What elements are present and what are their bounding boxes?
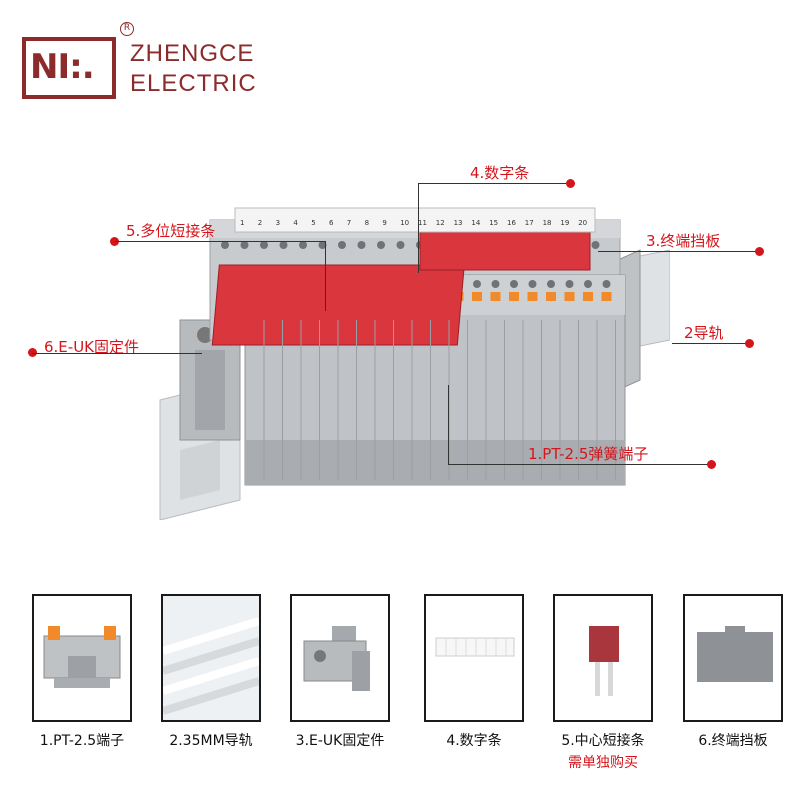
wire-entry-hole bbox=[396, 241, 405, 249]
end-cover-icon bbox=[697, 626, 773, 682]
callout-line bbox=[418, 183, 419, 273]
callout-jumper: 5.多位短接条 bbox=[126, 222, 216, 240]
marker-number: 11 bbox=[418, 219, 427, 227]
marker-number: 6 bbox=[329, 219, 334, 227]
marker-number: 2 bbox=[258, 219, 262, 227]
callout-marker-strip: 4.数字条 bbox=[470, 164, 530, 182]
marker-number: 7 bbox=[347, 219, 351, 227]
thumb-marker-strip bbox=[424, 594, 524, 722]
callout-line bbox=[32, 353, 202, 354]
brand-name-line1: ZHENGCE bbox=[130, 40, 255, 67]
thumb-terminal bbox=[32, 594, 132, 722]
thumb-end-cover bbox=[683, 594, 783, 722]
wire-entry-hole bbox=[591, 241, 600, 249]
spring-lever bbox=[472, 292, 482, 301]
callout-dot bbox=[745, 339, 754, 348]
wire-entry-hole bbox=[510, 280, 518, 288]
spring-lever bbox=[546, 292, 556, 301]
callout-end-cover: 3.终端挡板 bbox=[646, 232, 721, 250]
wire-entry-hole bbox=[565, 280, 574, 288]
wire-entry-hole bbox=[584, 280, 592, 288]
marker-number: 13 bbox=[454, 219, 463, 227]
jumper-bridge-icon bbox=[589, 626, 619, 696]
thumb-din-rail bbox=[161, 594, 261, 722]
callout-line bbox=[448, 385, 449, 464]
callout-line bbox=[598, 251, 758, 252]
wire-entry-hole bbox=[491, 280, 500, 288]
marker-number: 15 bbox=[489, 219, 498, 227]
wire-entry-hole bbox=[377, 241, 385, 249]
wire-entry-hole bbox=[473, 280, 481, 288]
spring-lever bbox=[527, 292, 538, 301]
logo-mark-box: NI:. bbox=[22, 37, 116, 99]
wire-entry-hole bbox=[528, 280, 537, 288]
wire-entry-hole bbox=[547, 280, 555, 288]
din-rail-icon bbox=[163, 596, 259, 720]
terminal-block-icon bbox=[43, 626, 121, 688]
thumb-label-end-clamp: 3.E-UK固定件 bbox=[295, 733, 385, 749]
marker-number: 17 bbox=[525, 219, 534, 227]
marker-number: 20 bbox=[578, 219, 587, 227]
wire-entry-hole bbox=[240, 241, 249, 249]
thumb-label-terminal: 1.PT-2.5端子 bbox=[39, 733, 125, 749]
callout-dot bbox=[28, 348, 37, 357]
callout-line bbox=[418, 183, 568, 184]
wire-entry-hole bbox=[221, 241, 229, 249]
marker-number: 5 bbox=[311, 219, 315, 227]
registered-icon: R bbox=[120, 22, 134, 36]
marker-number: 19 bbox=[560, 219, 569, 227]
spring-lever bbox=[601, 292, 612, 301]
thumb-label-jumper: 5.中心短接条 bbox=[561, 733, 645, 749]
callout-dot bbox=[110, 237, 119, 246]
wire-entry-hole bbox=[279, 241, 288, 249]
callout-dot bbox=[566, 179, 575, 188]
spring-lever bbox=[490, 292, 501, 301]
end-clamp-icon bbox=[303, 626, 370, 691]
wire-entry-hole bbox=[260, 241, 268, 249]
callout-line bbox=[115, 241, 325, 242]
callout-line bbox=[325, 241, 326, 311]
marker-number: 3 bbox=[276, 219, 280, 227]
logo-mark: NI:. bbox=[30, 47, 95, 87]
wire-entry-hole bbox=[357, 241, 366, 249]
callout-din-rail: 2导轨 bbox=[684, 324, 724, 342]
spring-lever bbox=[509, 292, 519, 301]
callout-end-clamp: 6.E-UK固定件 bbox=[44, 338, 140, 356]
wire-entry-hole bbox=[299, 241, 307, 249]
marker-number: 10 bbox=[400, 219, 409, 227]
thumb-note-jumper: 需单独购买 bbox=[568, 755, 638, 771]
marker-strip-icon bbox=[435, 637, 515, 657]
thumb-label-din-rail: 2.35MM导轨 bbox=[169, 733, 253, 749]
marker-number: 1 bbox=[240, 219, 244, 227]
marker-number: 18 bbox=[543, 219, 552, 227]
terminal-ribs bbox=[263, 320, 616, 480]
thumb-jumper bbox=[553, 594, 653, 722]
wire-entry-hole bbox=[318, 241, 327, 249]
brand-logo: NI:. R ZHENGCE ELECTRIC bbox=[22, 22, 262, 102]
marker-number: 8 bbox=[365, 219, 369, 227]
marker-number: 16 bbox=[507, 219, 516, 227]
callout-dot bbox=[755, 247, 764, 256]
callout-terminal: 1.PT-2.5弹簧端子 bbox=[528, 445, 649, 463]
brand-name-line2: ELECTRIC bbox=[130, 70, 257, 97]
thumb-label-end-cover: 6.终端挡板 bbox=[698, 733, 768, 749]
callout-dot bbox=[707, 460, 716, 469]
thumb-end-clamp bbox=[290, 594, 390, 722]
marker-number: 9 bbox=[382, 219, 386, 227]
spring-lever bbox=[583, 292, 593, 301]
thumb-label-marker-strip: 4.数字条 bbox=[446, 733, 502, 749]
callout-line bbox=[448, 464, 710, 465]
wire-entry-hole bbox=[602, 280, 611, 288]
spring-lever bbox=[564, 292, 575, 301]
marker-number: 4 bbox=[293, 219, 298, 227]
wire-entry-hole bbox=[338, 241, 346, 249]
marker-number: 14 bbox=[471, 219, 480, 227]
callout-line bbox=[672, 343, 748, 344]
marker-number: 12 bbox=[436, 219, 445, 227]
